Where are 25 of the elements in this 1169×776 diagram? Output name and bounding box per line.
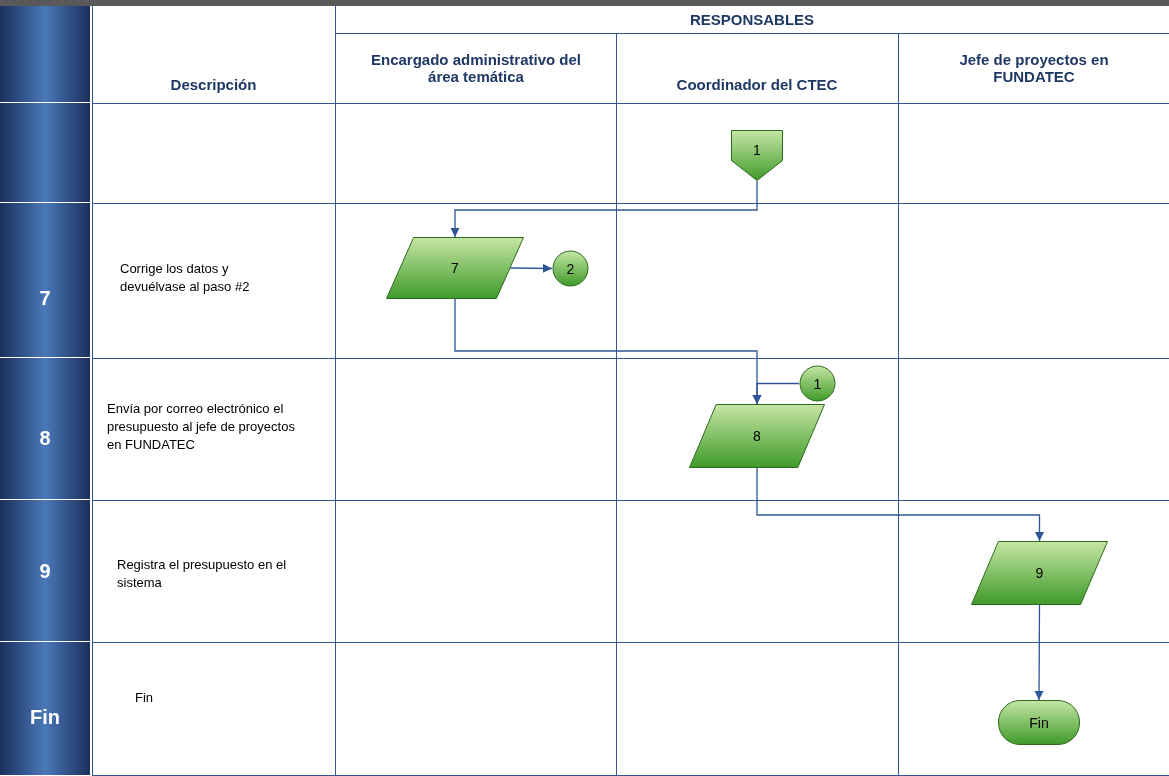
off-page-connector: 1 [731, 130, 783, 181]
column-header: Jefe de proyectos en FUNDATEC [958, 51, 1110, 85]
step-number: Fin [30, 705, 60, 729]
arrow [450, 180, 758, 238]
data-parallelogram: 8 [689, 404, 825, 468]
step-description: Registra el presupuesto en el sistema [117, 556, 288, 593]
step-number: 8 [39, 426, 51, 450]
data-parallelogram: 7 [386, 237, 524, 299]
terminator-shape: Fin [998, 700, 1080, 745]
column-header: RESPONSABLES [689, 11, 815, 28]
step-number: 9 [39, 559, 51, 583]
step-description: Fin [135, 689, 154, 707]
column-header: Encargado administrativo del área temática [369, 51, 583, 85]
column-header: Descripción [170, 76, 257, 93]
step-description: Corrige los datos y devuélvase al paso #2 [120, 260, 251, 297]
column-header: Coordinador del CTEC [676, 76, 838, 93]
arrow [756, 467, 1045, 542]
step-description: Envía por correo electrónico el presupuesto al jefe de proyectos en FUNDATEC [107, 400, 296, 455]
data-parallelogram: 9 [971, 541, 1108, 605]
arrow [509, 263, 553, 273]
arrow [1034, 604, 1044, 701]
connector-circle: 1 [799, 365, 836, 402]
arrow [752, 382, 800, 405]
step-number: 7 [39, 286, 51, 310]
connector-circle: 2 [552, 250, 589, 287]
